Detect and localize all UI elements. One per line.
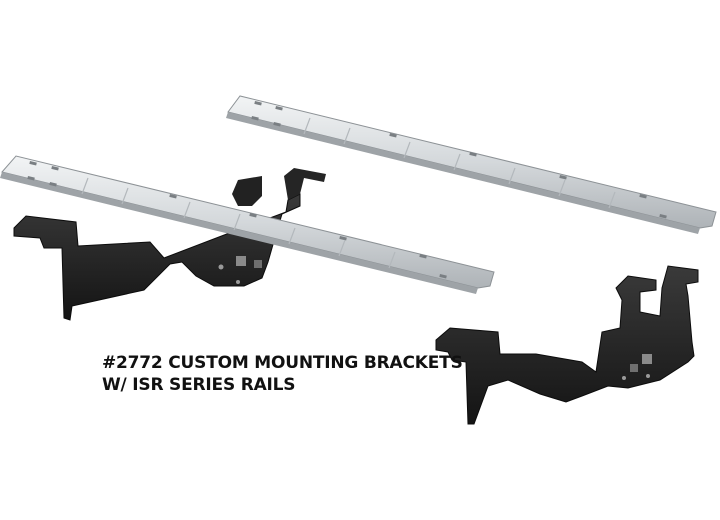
product-caption: #2772 CUSTOM MOUNTING BRACKETS W/ ISR SE… — [102, 352, 463, 396]
rail-front — [0, 155, 495, 294]
caption-line-2: W/ ISR SERIES RAILS — [102, 375, 296, 395]
bracket-right — [435, 265, 699, 425]
rail-back — [226, 95, 717, 234]
bracket-left — [13, 168, 326, 321]
caption-line-1: #2772 CUSTOM MOUNTING BRACKETS — [102, 353, 463, 373]
